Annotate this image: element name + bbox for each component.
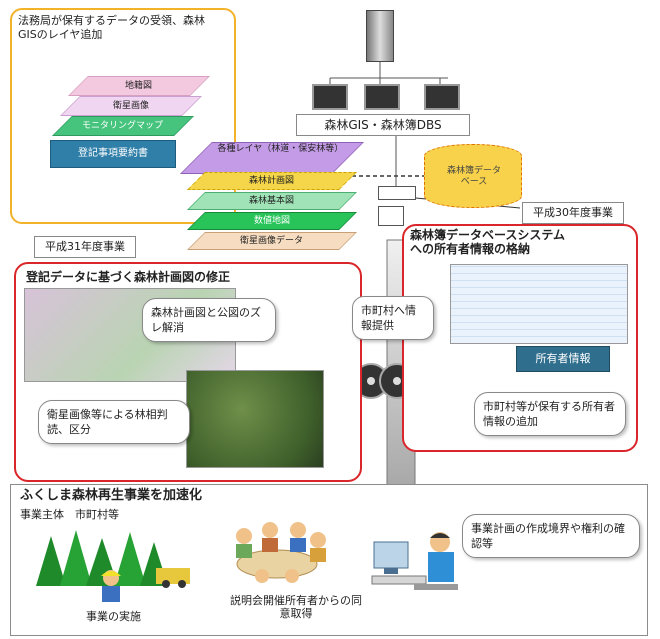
reconstruction-title: ふくしま森林再生事業を加速化 (20, 488, 203, 503)
map-alignment-callout: 森林計画図と公図のズレ解消 (142, 298, 276, 342)
forest-icon (26, 526, 206, 588)
data-receipt-title: 法務局が保有するデータの受領、森林GISのレイヤ追加 (18, 14, 205, 41)
forest-classification-callout: 衛星画像等による林相判読、区分 (38, 400, 190, 444)
municipal-info-callout: 市町村へ情報提供 (352, 296, 434, 340)
database-label: 森林簿データベース (446, 166, 501, 187)
satellite-screenshot (186, 370, 324, 468)
computer-icon (424, 84, 460, 110)
digital-map-layer: 数値地図 (187, 212, 357, 230)
owner-info-tag: 所有者情報 (516, 346, 610, 372)
server-label: 森林GIS・森林簿DBS (296, 114, 470, 136)
plan-correction-title: 登記データに基づく森林計画図の修正 (26, 270, 231, 284)
reconstruction-subtitle: 事業主体 市町村等 (20, 508, 119, 521)
connector-box (378, 206, 404, 226)
h31-project-tag: 平成31年度事業 (34, 236, 136, 258)
meeting-label: 説明会開催所有者からの同意取得 (230, 594, 362, 620)
computer-icon (312, 84, 348, 110)
satellite-data-layer: 衛星画像データ (187, 232, 357, 250)
database-screenshot (450, 264, 628, 344)
server-tower-icon (366, 10, 394, 62)
connector-box (378, 186, 416, 200)
misc-layer: 各種レイヤ（林道・保安林等） (180, 142, 364, 174)
registry-summary-box: 登記事項要約書 (50, 140, 176, 168)
h30-project-tag: 平成30年度事業 (522, 202, 624, 224)
worker-icon (94, 566, 128, 602)
database-icon (424, 144, 522, 208)
cadastral-layer: 地籍図 (68, 76, 210, 96)
monitoring-layer: モニタリングマップ (52, 116, 194, 136)
project-plan-callout: 事業計画の作成境界や権利の確認等 (462, 514, 640, 558)
owner-info-title: 森林簿データベースシステムへの所有者情報の格納 (410, 228, 566, 256)
forest-base-layer: 森林基本図 (187, 192, 357, 210)
meeting-icon (222, 518, 332, 586)
project-implementation-label: 事業の実施 (86, 610, 141, 623)
reconstruction-box (10, 484, 648, 636)
person-computer-icon (370, 528, 466, 598)
forest-plan-layer: 森林計画図 (187, 172, 357, 190)
satellite-layer: 衛星画像 (60, 96, 202, 116)
owner-info-callout: 市町村等が保有する所有者情報の追加 (474, 392, 626, 436)
computer-icon (364, 84, 400, 110)
